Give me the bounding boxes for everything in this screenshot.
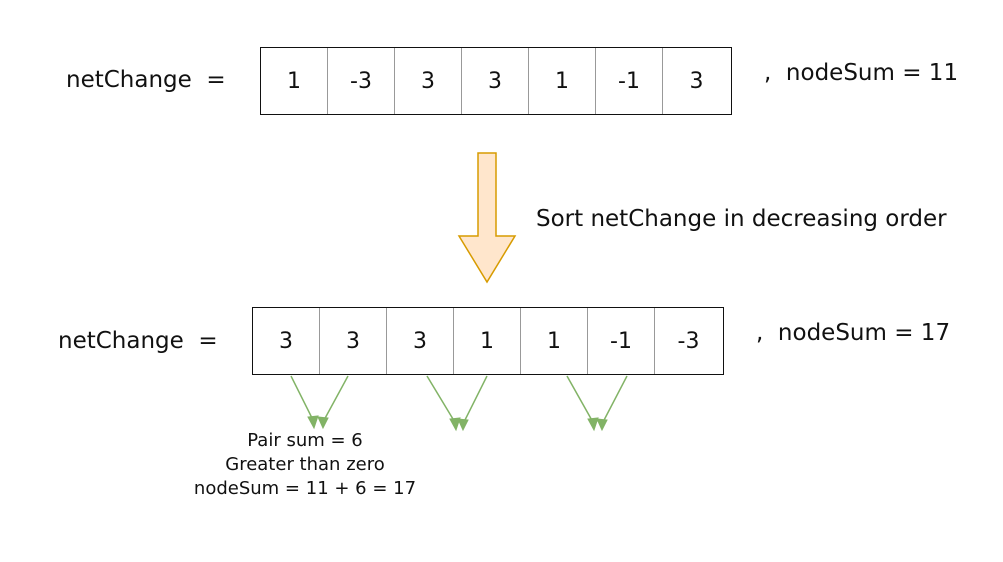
pair-arrow-line bbox=[290, 375, 315, 423]
sort-down-arrow-icon bbox=[457, 152, 517, 284]
array-cell: -3 bbox=[328, 48, 395, 114]
pair-arrow-line bbox=[601, 375, 628, 425]
pair-arrow-line bbox=[322, 375, 349, 423]
array-cell: 1 bbox=[261, 48, 328, 114]
array-cell: 3 bbox=[462, 48, 529, 114]
top-nodesum-label: , nodeSum = 11 bbox=[764, 60, 959, 86]
arrowhead-icon bbox=[449, 417, 461, 432]
greater-than-zero-line: Greater than zero bbox=[225, 454, 385, 475]
sort-step-text: Sort netChange in decreasing order bbox=[536, 206, 947, 232]
array-cell: -1 bbox=[596, 48, 663, 114]
array-cell: 3 bbox=[395, 48, 462, 114]
array-cell: 1 bbox=[521, 308, 588, 374]
pair-arrow-line bbox=[566, 375, 595, 425]
pair-arrow-line bbox=[462, 375, 488, 425]
bottom-netchange-label: netChange = bbox=[58, 328, 218, 354]
array-cell: 1 bbox=[529, 48, 596, 114]
array-cell: 3 bbox=[387, 308, 454, 374]
pair-arrow-line bbox=[426, 375, 457, 425]
arrowhead-icon bbox=[596, 418, 608, 432]
bottom-netchange-array: 3 3 3 1 1 -1 -3 bbox=[252, 307, 724, 375]
top-netchange-label: netChange = bbox=[66, 67, 226, 93]
array-cell: 3 bbox=[320, 308, 387, 374]
arrowhead-icon bbox=[317, 416, 329, 430]
array-cell: 3 bbox=[253, 308, 320, 374]
pair-sum-line: Pair sum = 6 bbox=[247, 430, 363, 451]
array-cell: -1 bbox=[588, 308, 655, 374]
arrowhead-icon bbox=[307, 415, 319, 430]
array-cell: 3 bbox=[689, 68, 704, 94]
top-netchange-array: 1 -3 3 3 1 -1 3 bbox=[260, 47, 732, 115]
pair-arrowheads bbox=[307, 415, 608, 432]
array-cell: 1 bbox=[454, 308, 521, 374]
pair-arrows bbox=[290, 375, 628, 425]
nodesum-calc-line: nodeSum = 11 + 6 = 17 bbox=[193, 478, 417, 499]
pair-sum-note: Pair sum = 6 Greater than zero nodeSum =… bbox=[150, 429, 460, 501]
array-cell: -3 bbox=[677, 328, 700, 354]
arrowhead-icon bbox=[587, 417, 599, 432]
arrowhead-icon bbox=[457, 418, 469, 432]
bottom-nodesum-label: , nodeSum = 17 bbox=[756, 320, 951, 346]
